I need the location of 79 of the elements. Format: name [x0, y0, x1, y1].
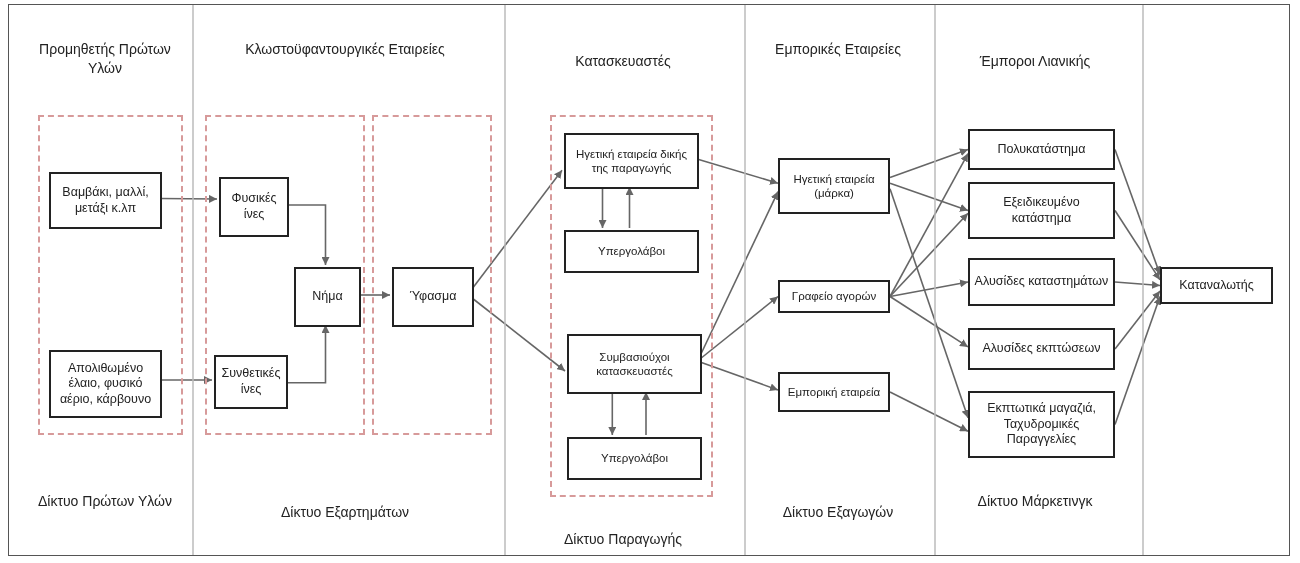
node-label: Ύφασμα: [409, 289, 457, 305]
arrow: [285, 324, 330, 384]
process-box: [219, 177, 289, 237]
arrow: [889, 391, 969, 432]
arrow: [286, 204, 330, 266]
arrow: [696, 158, 779, 185]
arrow: [889, 295, 969, 348]
arrow: [471, 297, 566, 372]
arrow: [1114, 295, 1162, 426]
node-label: Εξειδικευμένο κατάστημα: [1002, 194, 1081, 227]
process-box: [392, 267, 474, 327]
arrow: [1114, 290, 1161, 350]
arrow: [598, 186, 607, 229]
node-label: Συνθετικές ίνες: [220, 366, 282, 398]
arrow: [889, 279, 969, 298]
node-label: Ηγετική εταιρεία (μάρκα): [792, 171, 876, 201]
dashed-group-box: [372, 115, 492, 435]
arrow: [1114, 148, 1162, 276]
node-label: Ηγετική εταιρεία δικής της παραγωγής: [574, 146, 688, 176]
node-label: Απολιθωμένο έλαιο, φυσικό αέριο, κάρβουνο: [58, 360, 153, 408]
arrow: [159, 194, 218, 203]
column-footer: Δίκτυο Εξαρτημάτων: [235, 503, 455, 522]
node-label: Συμβασιούχοι κατασκευαστές: [595, 349, 674, 379]
node-label: Φυσικές ίνες: [230, 191, 278, 223]
node-label: Υπεργολάβοι: [598, 244, 665, 259]
column-footer: Δίκτυο Εξαγωγών: [753, 503, 923, 522]
process-box: [968, 328, 1115, 370]
process-box: [567, 334, 702, 394]
column-heading: Προμηθετής Πρώτων Υλών: [38, 40, 172, 78]
node-label: Γραφείο αγορών: [791, 289, 877, 304]
node-label: Αλυσίδες καταστημάτων: [974, 274, 1109, 290]
column-heading: Κλωστοϋφαντουργικές Εταιρείες: [244, 40, 446, 59]
dashed-group-box: [550, 115, 713, 497]
process-box: [778, 280, 890, 313]
arrow: [1114, 209, 1161, 281]
arrow: [159, 376, 213, 384]
arrow: [889, 148, 969, 179]
process-box: [294, 267, 361, 327]
column-footer: Δίκτυο Μάρκετινγκ: [960, 492, 1110, 511]
process-box: [778, 372, 890, 412]
process-box: [564, 133, 699, 189]
process-box: [968, 258, 1115, 306]
node-label: Αλυσίδες εκπτώσεων: [982, 341, 1101, 357]
arrow: [699, 361, 779, 392]
dashed-group-box: [38, 115, 183, 435]
node-label: Βαμβάκι, μαλλί, μετάξι κ.λπ: [61, 184, 150, 217]
arrow: [358, 291, 391, 299]
arrow: [889, 212, 969, 298]
arrow: [699, 295, 779, 360]
column-footer: Δίκτυο Παραγωγής: [533, 530, 713, 549]
process-box: [49, 350, 162, 418]
node-label: Καταναλωτής: [1179, 277, 1254, 294]
node-label: Εμπορική εταιρεία: [787, 384, 881, 400]
arrow: [889, 152, 969, 298]
process-box: [968, 129, 1115, 170]
process-box: [1160, 267, 1273, 304]
arrow: [889, 182, 969, 212]
node-label: Εκπτωτικά μαγαζιά, Ταχυδρομικές Παραγγελίες: [986, 401, 1097, 448]
arrow: [471, 169, 563, 290]
column-heading: Έμποροι Λιανικής: [978, 52, 1092, 71]
arrow: [625, 186, 634, 229]
arrow: [1114, 280, 1161, 289]
node-label: Νήμα: [312, 289, 343, 305]
column-heading: Εμπορικές Εταιρείες: [774, 40, 902, 59]
process-box: [778, 158, 890, 214]
process-box: [968, 182, 1115, 239]
process-box: [567, 437, 702, 480]
dashed-group-box: [205, 115, 365, 435]
process-box: [564, 230, 699, 273]
arrow: [642, 391, 650, 436]
process-box: [49, 172, 162, 229]
column-footer: Δίκτυο Πρώτων Υλών: [30, 492, 180, 511]
process-box: [968, 391, 1115, 458]
node-label: Υπεργολάβοι: [601, 451, 668, 466]
column-heading: Κατασκευαστές: [574, 52, 672, 71]
arrow: [608, 391, 617, 436]
arrow: [889, 188, 970, 419]
node-label: Πολυκατάστημα: [997, 141, 1086, 158]
process-box: [214, 355, 288, 409]
